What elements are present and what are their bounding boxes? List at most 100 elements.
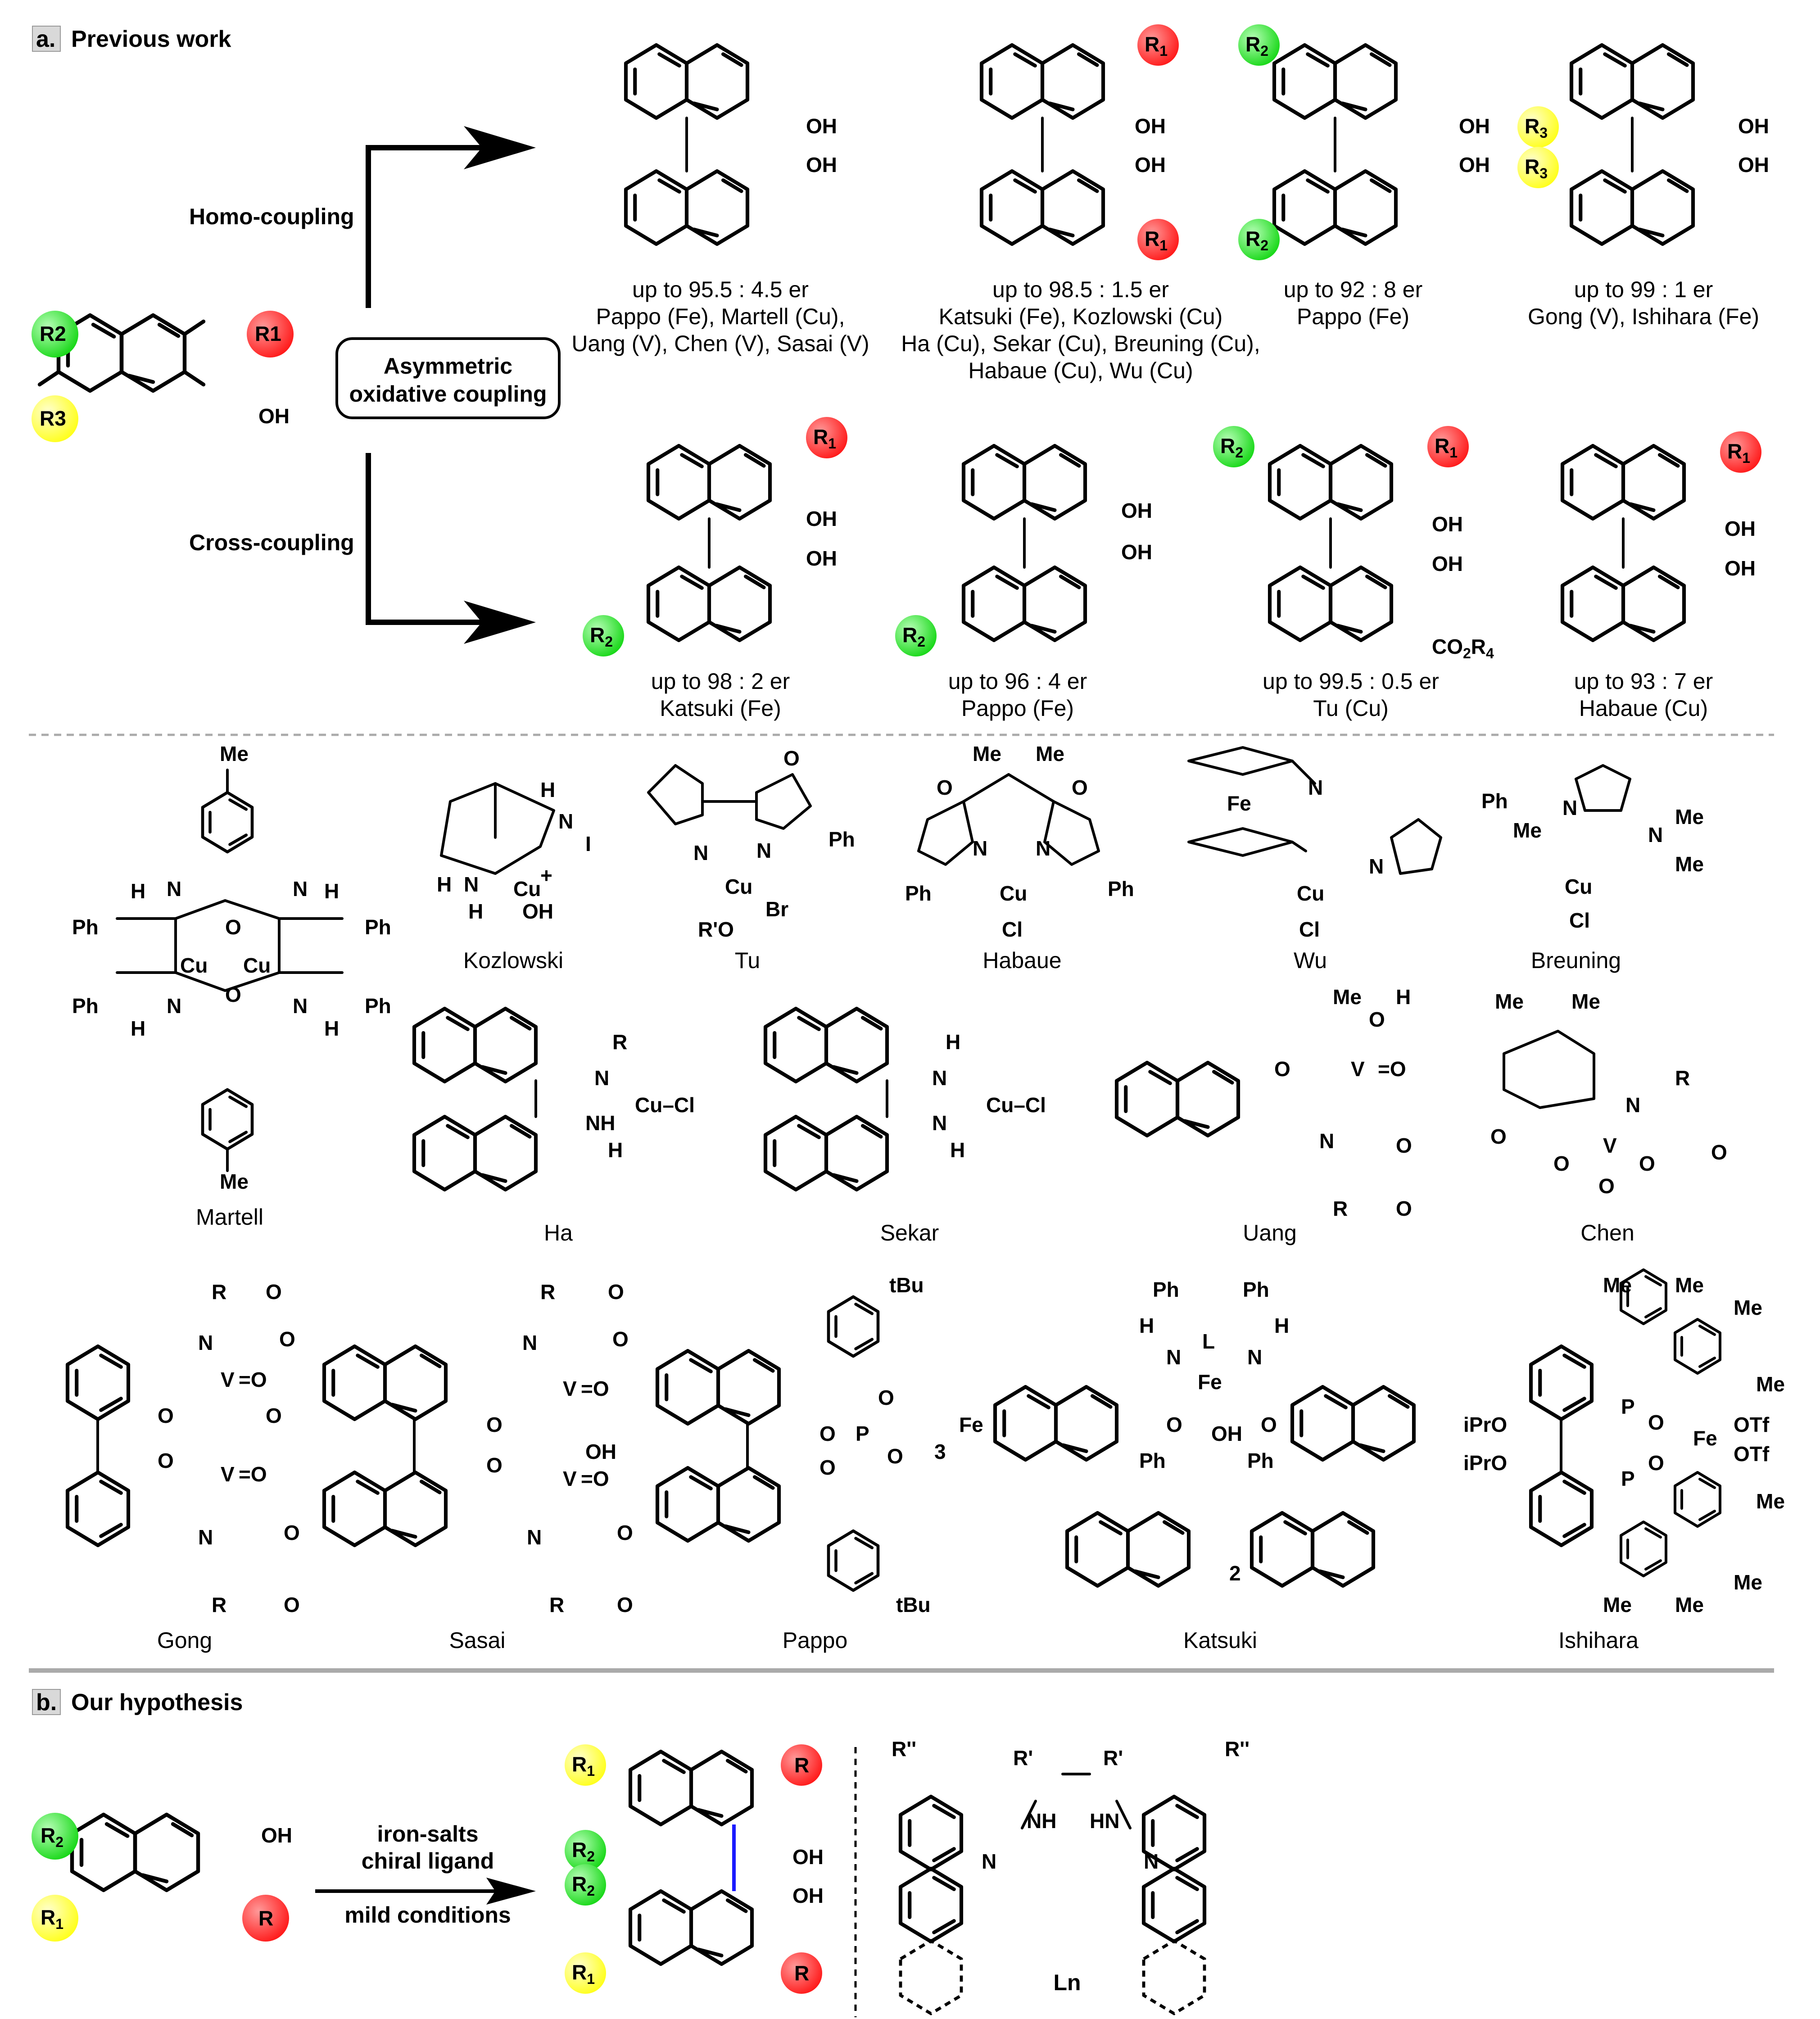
rp-label: R' [1103, 1746, 1123, 1770]
atom-label: H [324, 1017, 339, 1040]
atom-label: Me [1513, 819, 1542, 842]
atom-label: Cu [1000, 882, 1027, 905]
oh-label: OH [792, 1845, 824, 1869]
atom-label: Ph [1108, 877, 1134, 901]
atom-label: N [293, 877, 308, 901]
atom-label: O [1648, 1411, 1664, 1434]
er-text: up to 99.5 : 0.5 er [1263, 669, 1439, 694]
oh-label: OH [1459, 114, 1490, 138]
refs-text: Ha (Cu), Sekar (Cu), Breuning (Cu), [901, 331, 1260, 356]
substrate-r2-circle [32, 311, 78, 358]
atom-label: Ph [1247, 1449, 1274, 1472]
atom-label: P [1621, 1395, 1635, 1418]
atom-label: N [198, 1526, 213, 1549]
atom-label: =O [239, 1368, 267, 1391]
atom-label: V [221, 1462, 235, 1486]
atom-label: N [693, 841, 708, 865]
substrate-oh: OH [258, 404, 290, 428]
atom-label: O [783, 747, 800, 770]
atom-label: H [1139, 1314, 1154, 1337]
atom-label: O [1166, 1413, 1182, 1436]
catalyst-name: Gong [157, 1628, 212, 1653]
atom-label: O [486, 1453, 503, 1477]
atom-label: O [617, 1593, 633, 1616]
atom-label: Me [1675, 1273, 1704, 1297]
cross-coupling-label: Cross-coupling [189, 530, 354, 555]
atom-label: O [284, 1521, 300, 1544]
co2r4-label: CO2R4 [1432, 635, 1494, 661]
atom-label: H [608, 1138, 623, 1162]
atom-label: R [1333, 1197, 1348, 1220]
oh-label: OH [806, 547, 837, 570]
catalyst-ishihara: Me Me Me Me Me Me Me Me P P O O Fe OTf O… [1463, 1270, 1785, 1653]
panel-b-header: b. Our hypothesis [32, 1689, 243, 1716]
atom-label: Cu [1297, 882, 1324, 905]
atom-label: Me [1734, 1571, 1762, 1594]
atom-label: Cu [180, 954, 208, 977]
rpp-label: R'' [892, 1737, 916, 1761]
atom-label: O [819, 1422, 836, 1445]
atom-label: Ph [905, 882, 932, 905]
condition-chiral-ligand: chiral ligand [362, 1848, 494, 1874]
atom-label: Cu–Cl [635, 1093, 695, 1117]
atom-label: H [131, 1017, 145, 1040]
atom-label: O [158, 1449, 174, 1472]
atom-label: N [1648, 823, 1663, 847]
er-text: up to 95.5 : 4.5 er [632, 277, 809, 302]
atom-label: O [887, 1444, 903, 1468]
atom-label: Me [1756, 1372, 1785, 1396]
oh-label: OH [1725, 517, 1756, 540]
atom-label: N [1036, 837, 1050, 860]
atom-label: O [1553, 1152, 1570, 1175]
atom-label: Me [1675, 1593, 1704, 1616]
cross-caption-4: up to 93 : 7 er Habaue (Cu) [1574, 669, 1713, 721]
atom-label: Fe [959, 1413, 983, 1436]
atom-label: Cl [1569, 909, 1590, 932]
catalyst-name: Sasai [449, 1628, 505, 1653]
r-label: R [258, 1906, 273, 1930]
atom-label: tBu [889, 1273, 924, 1297]
nh-label: NH [1027, 1809, 1056, 1833]
condition-iron-salts: iron-salts [377, 1821, 478, 1847]
atom-label: O [1711, 1141, 1727, 1164]
atom-label: O [1396, 1134, 1412, 1157]
atom-label: O [1648, 1451, 1664, 1475]
atom-label: Ph [72, 994, 99, 1018]
atom-label: O [284, 1593, 300, 1616]
atom-label: O [1261, 1413, 1277, 1436]
atom-label: P [1621, 1467, 1635, 1490]
refs-text: Tu (Cu) [1313, 696, 1389, 721]
atom-label: R'O [698, 918, 734, 941]
rpp-label: R'' [1225, 1737, 1250, 1761]
atom-label: N [932, 1066, 947, 1090]
atom-label: V [1603, 1134, 1617, 1157]
atom-label: Cl [1299, 918, 1320, 941]
r1-label: R1 [1727, 439, 1750, 466]
oh-label: OH [806, 153, 837, 177]
atom-label: Ph [365, 994, 391, 1018]
atom-label: Fe [1693, 1426, 1717, 1450]
hypothesis-arrow: iron-salts chiral ligand mild conditions [315, 1821, 536, 1928]
catalyst-sasai: R O N O V =O O O OH V =O N O R O Sasai [324, 1280, 633, 1653]
oh-label: OH [1432, 512, 1463, 536]
atom-label: O [1274, 1057, 1290, 1081]
atom-label: H [437, 873, 452, 896]
atom-label: Ph [1481, 789, 1508, 813]
r2-label: R2 [572, 1838, 595, 1865]
atom-label: OH [1211, 1422, 1242, 1445]
catalyst-name: Habaue [982, 948, 1061, 973]
oh-label: OH [1432, 552, 1463, 575]
substrate-r1-label: R1 [255, 322, 281, 345]
catalyst-breuning: Ph N Me N Me Me Cu Cl Breuning [1481, 764, 1704, 973]
asymmetric-coupling-box: Asymmetric oxidative coupling [335, 337, 561, 419]
atom-label: N [973, 837, 987, 860]
catalyst-uang: O V =O Me O H N O R O Uang [1117, 985, 1412, 1245]
atom-label: O [612, 1327, 629, 1351]
me-label: Me [220, 1170, 249, 1193]
catalyst-name: Sekar [880, 1220, 939, 1245]
atom-label: O [1490, 1125, 1507, 1148]
atom-label: N [1369, 855, 1384, 878]
atom-label: R [612, 1030, 627, 1054]
atom-label: P [856, 1422, 869, 1445]
